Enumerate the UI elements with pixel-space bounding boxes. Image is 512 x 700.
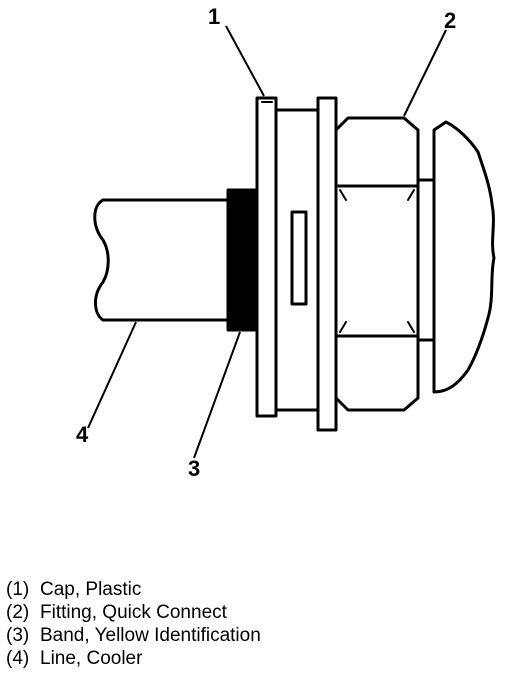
retainer-slot — [290, 210, 308, 306]
legend-item: (3) Band, Yellow Identification — [6, 624, 261, 647]
legend-item: (2) Fitting, Quick Connect — [6, 601, 261, 624]
legend-number: (1) — [6, 579, 30, 600]
leader-line-3 — [193, 331, 241, 459]
legend-label: Band, Yellow Identification — [40, 625, 261, 646]
callout-1: 1 — [208, 4, 220, 29]
hex-nut — [334, 116, 420, 412]
fitting-neck — [416, 178, 436, 342]
legend-number: (3) — [6, 625, 30, 646]
identification-band — [226, 188, 257, 332]
plastic-cap — [255, 96, 278, 418]
legend: (1) Cap, Plastic (2) Fitting, Quick Connec… — [6, 578, 261, 670]
legend-item: (1) Cap, Plastic — [6, 578, 261, 601]
legend-label: Fitting, Quick Connect — [40, 602, 227, 623]
fitting-flange — [316, 96, 338, 432]
callout-4: 4 — [76, 422, 89, 447]
leader-line-1 — [225, 25, 265, 97]
callout-3: 3 — [188, 456, 200, 481]
legend-item: (4) Line, Cooler — [6, 647, 261, 670]
legend-number: (4) — [6, 648, 30, 669]
callout-2: 2 — [444, 8, 456, 33]
fitting-diagram: 1 2 3 4 — [76, 4, 496, 481]
legend-label: Line, Cooler — [40, 648, 143, 669]
leader-line-2 — [403, 29, 447, 117]
legend-label: Cap, Plastic — [40, 579, 142, 600]
legend-number: (2) — [6, 602, 30, 623]
cooler-line — [93, 198, 230, 322]
mounting-component — [432, 120, 496, 394]
leader-line-4 — [87, 321, 137, 429]
